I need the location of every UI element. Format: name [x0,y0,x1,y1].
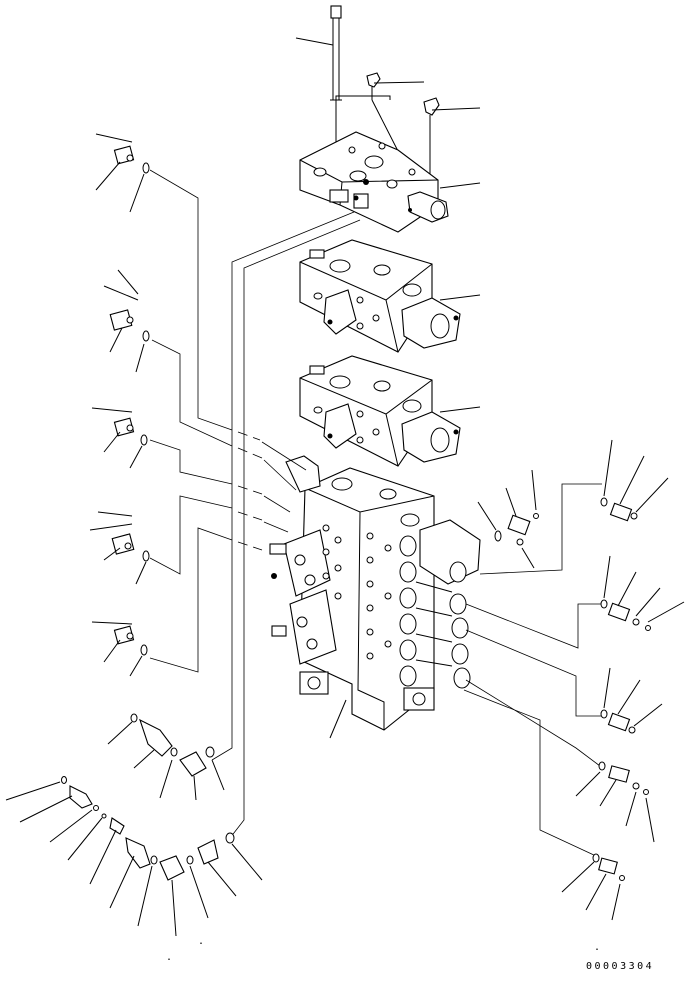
connector-lines [149,169,602,857]
left-fittings-4 [89,511,150,585]
bottom-fittings: . . [5,776,263,963]
right-fittings-2 [600,555,685,631]
ref-mark-bottom-2: . [166,952,175,963]
front-face-holes [322,524,392,660]
relief-valve-assembly [107,713,225,801]
ref-mark-bottom-1: . [198,936,207,947]
right-spool-caps [399,519,481,689]
right-fittings-4 [575,761,655,843]
left-fittings-1 [95,133,150,213]
left-fittings-2 [103,269,150,373]
plug-1 [366,72,425,100]
left-fittings-3 [91,407,148,469]
right-fittings-3 [600,667,663,734]
part-number: 00003304 [586,961,654,972]
valve-section-3 [299,355,481,467]
main-control-valve [269,455,481,739]
ref-mark-right: . [594,942,603,953]
right-fittings-1 [477,439,669,569]
valve-section-2 [299,239,481,353]
top-valve-section [299,131,481,233]
plug-2 [423,97,481,175]
left-fittings-5 [91,621,148,677]
right-fittings-5: . [561,853,625,953]
